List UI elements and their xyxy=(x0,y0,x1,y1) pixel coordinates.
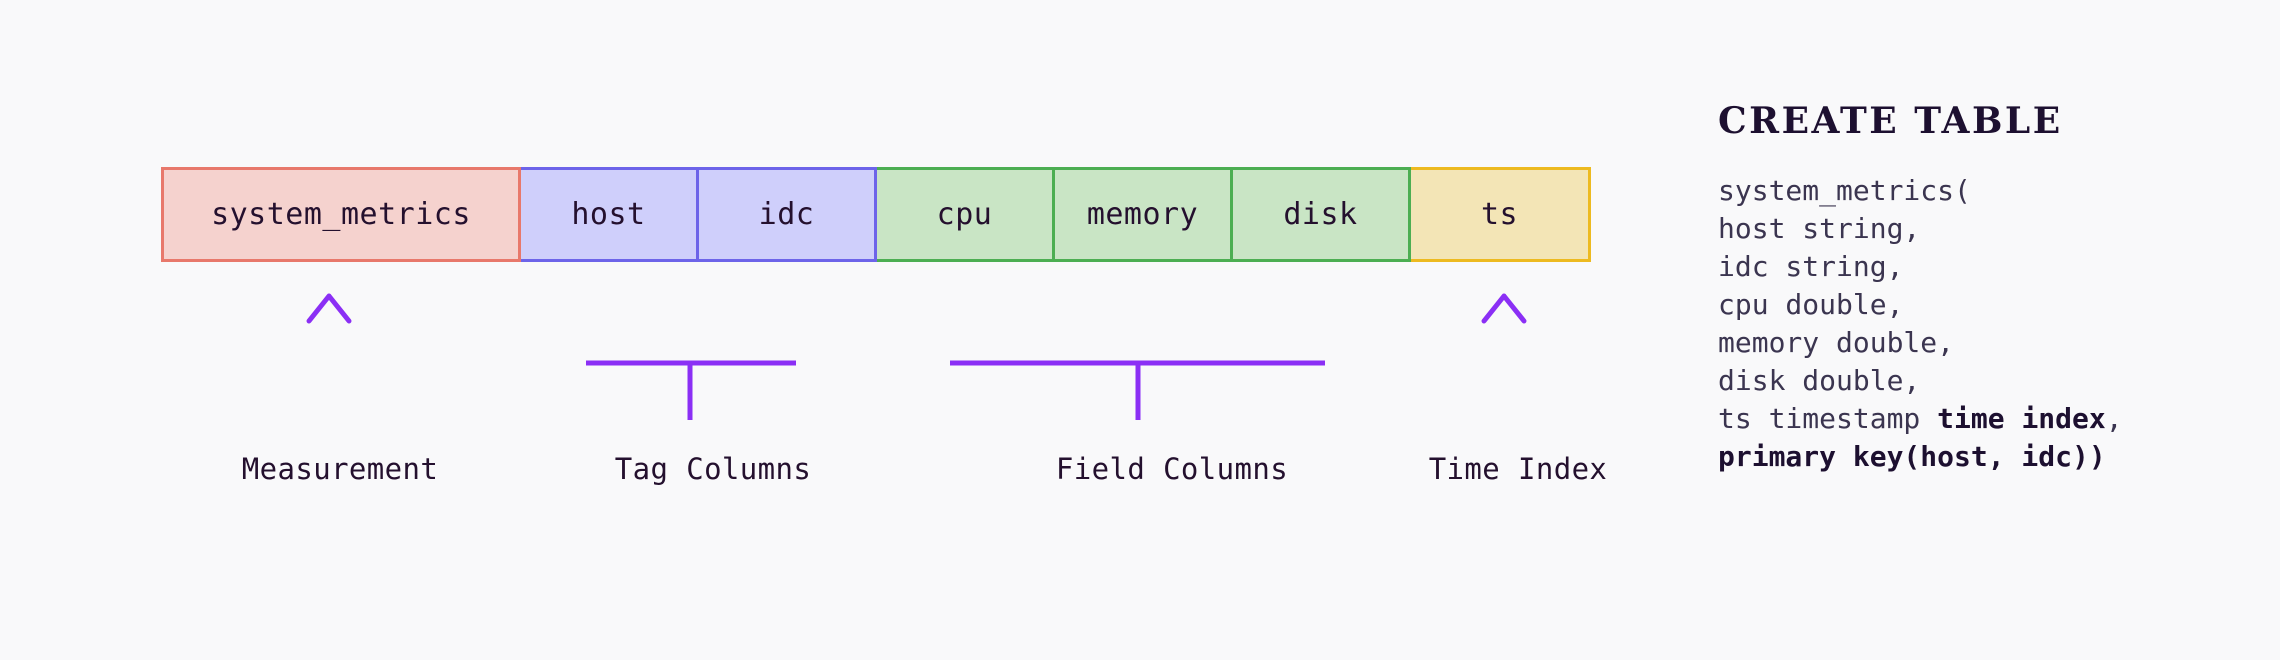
sql-line-6: ts timestamp time index, xyxy=(1718,400,2238,438)
sql-panel: CREATE TABLE system_metrics(host string,… xyxy=(1718,100,2238,476)
sql-line-2: idc string, xyxy=(1718,248,2238,286)
caption-field-columns: Field Columns xyxy=(1055,452,1289,486)
sql-keyword: primary key(host, idc)) xyxy=(1718,440,2106,473)
sql-keyword: time index xyxy=(1937,402,2106,435)
connector-measurement-arrow xyxy=(306,293,352,417)
sql-body: system_metrics(host string, idc string, cp… xyxy=(1718,172,2238,476)
cell-ts: ts xyxy=(1408,167,1591,262)
cell-host: host xyxy=(518,167,699,262)
sql-text: , xyxy=(2105,402,2123,435)
cell-cpu: cpu xyxy=(874,167,1055,262)
schema-table-row: system_metrics host idc cpu memory disk … xyxy=(161,167,1591,262)
sql-text: cpu double, xyxy=(1718,288,1904,321)
caption-tag-columns: Tag Columns xyxy=(614,452,812,486)
cell-idc: idc xyxy=(696,167,877,262)
sql-line-4: memory double, xyxy=(1718,324,2238,362)
sql-line-5: disk double, xyxy=(1718,362,2238,400)
sql-text: memory double, xyxy=(1718,326,1955,359)
caption-time-index: Time Index xyxy=(1428,452,1608,486)
sql-text: ts timestamp xyxy=(1718,402,1938,435)
connector-time-index-arrow xyxy=(1481,293,1527,417)
cell-measurement: system_metrics xyxy=(161,167,521,262)
connector-tag-bracket xyxy=(585,297,797,420)
cell-memory: memory xyxy=(1052,167,1233,262)
sql-text: idc string, xyxy=(1718,250,1904,283)
sql-line-1: host string, xyxy=(1718,210,2238,248)
sql-line-0: system_metrics( xyxy=(1718,172,2238,210)
sql-line-3: cpu double, xyxy=(1718,286,2238,324)
sql-title: CREATE TABLE xyxy=(1718,100,2063,142)
sql-line-7: primary key(host, idc)) xyxy=(1718,438,2238,476)
connector-field-bracket xyxy=(949,297,1326,420)
caption-measurement: Measurement xyxy=(241,452,439,486)
cell-disk: disk xyxy=(1230,167,1411,262)
sql-text: disk double, xyxy=(1718,364,1921,397)
sql-text: host string, xyxy=(1718,212,1921,245)
sql-text: system_metrics( xyxy=(1718,174,1971,207)
